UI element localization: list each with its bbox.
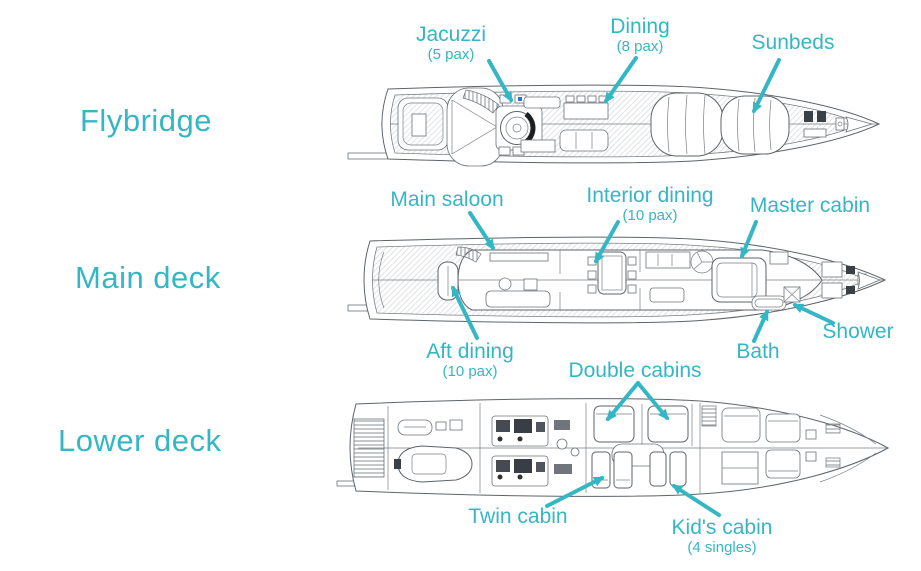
label-interior-dining: Interior dining (10 pax) (586, 185, 713, 224)
label-double-cabins-text: Double cabins (568, 359, 702, 382)
master-cabin-bed (711, 257, 767, 303)
flybridge-stairs (462, 89, 500, 114)
label-shower-text: Shower (822, 320, 894, 343)
interior-dining-table (597, 251, 627, 295)
label-bath-text: Bath (736, 340, 780, 363)
deck-title-flybridge: Flybridge (80, 103, 212, 138)
label-master-cabin: Master cabin (749, 194, 871, 217)
label-jacuzzi-text: Jacuzzi (415, 23, 487, 46)
deck-title-lower-deck: Lower deck (58, 423, 222, 458)
label-sunbeds-text: Sunbeds (751, 31, 835, 54)
flybridge-bar (523, 96, 561, 109)
flybridge-plan (347, 84, 881, 167)
label-jacuzzi-sub: (5 pax) (427, 46, 475, 64)
double-cabin-bed-left (593, 405, 635, 443)
arrow-kids-cabin (671, 484, 721, 517)
engine-room (491, 415, 580, 487)
jet-ski (397, 419, 433, 436)
arrow-aft-dining (451, 285, 479, 340)
main-deck-plan (347, 236, 887, 324)
kids-cabin-bed-2 (669, 451, 687, 487)
arrow-bath (752, 309, 769, 343)
label-shower: Shower (822, 320, 894, 343)
arrow-sunbeds (752, 58, 781, 114)
lower-deck-plan (336, 398, 890, 497)
label-bath: Bath (736, 340, 780, 363)
label-kids-cabin-sub: (4 singles) (687, 539, 757, 557)
label-master-cabin-text: Master cabin (749, 194, 871, 217)
label-sunbeds: Sunbeds (751, 31, 835, 54)
label-kids-cabin-text: Kid's cabin (671, 516, 773, 539)
label-dining-text: Dining (610, 15, 670, 38)
arrow-double-cabin-left (606, 381, 640, 422)
lower-deck-stairs (701, 405, 717, 427)
bath-tub (751, 295, 787, 311)
label-dining: Dining (8 pax) (610, 16, 670, 55)
arrow-shower (792, 303, 835, 325)
label-jacuzzi: Jacuzzi (5 pax) (416, 24, 486, 63)
label-twin-cabin: Twin cabin (468, 505, 568, 528)
label-main-saloon: Main saloon (390, 188, 504, 211)
saloon-sofa (485, 290, 551, 308)
label-aft-dining: Aft dining (10 pax) (426, 341, 514, 380)
deck-title-main-deck: Main deck (75, 260, 221, 295)
flybridge-gangway (347, 152, 391, 160)
arrow-jacuzzi (487, 59, 513, 103)
label-twin-cabin-text: Twin cabin (468, 505, 568, 528)
annotation-arrows (451, 56, 835, 517)
twin-cabin-bed-2 (613, 451, 633, 489)
arrow-master-cabin (740, 220, 758, 259)
label-aft-dining-text: Aft dining (426, 340, 514, 363)
label-interior-dining-text: Interior dining (586, 184, 714, 207)
arrow-double-cabin-right (636, 381, 669, 421)
label-dining-sub: (8 pax) (616, 38, 664, 56)
sunbed-left (650, 92, 724, 157)
swim-platform (353, 418, 385, 478)
label-double-cabins: Double cabins (568, 359, 702, 382)
arrow-twin-cabin (545, 476, 605, 508)
label-main-saloon-text: Main saloon (390, 188, 504, 211)
arrow-dining (604, 56, 638, 104)
label-aft-dining-sub: (10 pax) (442, 363, 498, 381)
tender-boat (397, 445, 473, 483)
main-deck-stairs (455, 246, 482, 263)
flybridge-dining-table (563, 102, 609, 120)
arrow-main-saloon (468, 211, 495, 251)
label-kids-cabin: Kid's cabin (4 singles) (672, 517, 773, 556)
double-cabin-bed-right (647, 405, 689, 443)
kids-cabin-bed-1 (649, 451, 667, 487)
label-interior-dining-sub: (10 pax) (622, 207, 678, 225)
arrow-interior-dining (594, 220, 620, 264)
galley (645, 251, 691, 269)
